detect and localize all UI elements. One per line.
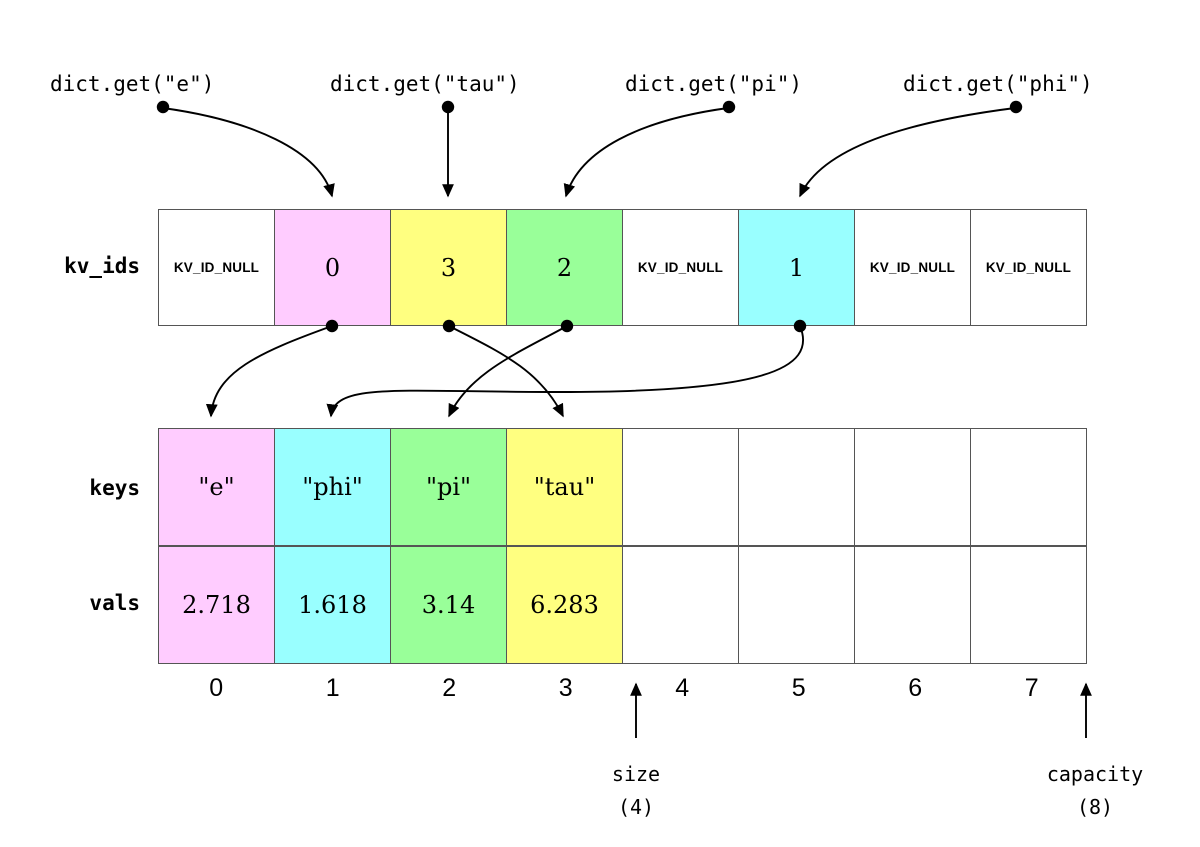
kv-ids-array: KV_ID_NULL 0 3 2 KV_ID_NULL 1 KV_ID_NULL…: [158, 209, 1090, 326]
dot-get-e: [156, 100, 170, 114]
keys-array: "e" "phi" "pi" "tau": [158, 428, 1090, 546]
index-label-4: 4: [675, 674, 690, 702]
keys-cell-0[interactable]: "e": [158, 428, 275, 546]
kv-ids-cell-5[interactable]: 1: [738, 209, 855, 326]
callsite-get-pi: dict.get("pi"): [625, 72, 803, 96]
row-label-kv-ids: kv_ids: [64, 254, 140, 278]
callsite-get-tau: dict.get("tau"): [330, 72, 520, 96]
vals-value-2: 3.14: [421, 591, 476, 619]
arrow-get-pi-to-slot-3: [563, 107, 729, 198]
vals-value-3: 6.283: [530, 591, 599, 619]
vals-cell-4[interactable]: [622, 546, 739, 664]
keys-cell-6[interactable]: [854, 428, 971, 546]
kv-ids-value-1: 0: [324, 253, 341, 282]
capacity-value: (8): [1076, 795, 1114, 819]
size-annotation: size (4): [566, 762, 706, 819]
dot-get-pi: [722, 100, 736, 114]
kv-ids-cell-6[interactable]: KV_ID_NULL: [854, 209, 971, 326]
vals-cell-6[interactable]: [854, 546, 971, 664]
arrow-slot-3-to-entry-2: [448, 325, 568, 418]
kv-ids-value-6: KV_ID_NULL: [869, 260, 956, 275]
vals-array: 2.718 1.618 3.14 6.283: [158, 546, 1090, 664]
keys-cell-1[interactable]: "phi": [274, 428, 391, 546]
kv-ids-value-0: KV_ID_NULL: [173, 260, 260, 275]
kv-ids-cell-7[interactable]: KV_ID_NULL: [970, 209, 1087, 326]
keys-value-2: "pi": [425, 473, 472, 501]
callsite-get-e: dict.get("e"): [50, 72, 215, 96]
row-label-keys: keys: [89, 476, 140, 500]
capacity-annotation: capacity (8): [1015, 762, 1175, 819]
arrow-slot-2-to-entry-3: [448, 325, 564, 418]
vals-cell-2[interactable]: 3.14: [390, 546, 507, 664]
row-label-vals: vals: [89, 591, 140, 615]
kv-ids-cell-0[interactable]: KV_ID_NULL: [158, 209, 275, 326]
kv-ids-value-2: 3: [440, 253, 457, 282]
index-label-7: 7: [1024, 674, 1039, 702]
size-value: (4): [617, 795, 655, 819]
arrow-get-phi-to-slot-5: [799, 107, 1016, 198]
vals-cell-0[interactable]: 2.718: [158, 546, 275, 664]
index-label-2: 2: [442, 674, 457, 702]
keys-value-0: "e": [198, 473, 235, 501]
index-label-5: 5: [791, 674, 806, 702]
keys-value-1: "phi": [302, 473, 363, 501]
arrow-slot-5-to-entry-1: [326, 325, 805, 418]
keys-cell-7[interactable]: [970, 428, 1087, 546]
arrow-slot-1-to-entry-0: [205, 325, 333, 418]
callsite-get-phi: dict.get("phi"): [903, 72, 1093, 96]
keys-cell-5[interactable]: [738, 428, 855, 546]
index-label-3: 3: [558, 674, 573, 702]
arrow-get-e-to-slot-1: [162, 107, 335, 198]
kv-ids-value-3: 2: [556, 253, 573, 282]
keys-cell-2[interactable]: "pi": [390, 428, 507, 546]
vals-value-1: 1.618: [298, 591, 367, 619]
keys-cell-4[interactable]: [622, 428, 739, 546]
kv-ids-cell-2[interactable]: 3: [390, 209, 507, 326]
size-label: size: [611, 762, 661, 786]
index-label-6: 6: [908, 674, 923, 702]
kv-ids-cell-4[interactable]: KV_ID_NULL: [622, 209, 739, 326]
vals-value-0: 2.718: [182, 591, 251, 619]
dot-get-phi: [1009, 100, 1023, 114]
keys-cell-3[interactable]: "tau": [506, 428, 623, 546]
index-label-1: 1: [325, 674, 340, 702]
index-label-0: 0: [209, 674, 224, 702]
keys-value-3: "tau": [533, 473, 596, 501]
vals-cell-3[interactable]: 6.283: [506, 546, 623, 664]
vals-cell-5[interactable]: [738, 546, 855, 664]
kv-ids-value-5: 1: [788, 253, 805, 282]
kv-ids-value-7: KV_ID_NULL: [985, 260, 1072, 275]
vals-cell-7[interactable]: [970, 546, 1087, 664]
index-ruler: 0 1 2 3 4 5 6 7: [158, 674, 1090, 703]
kv-ids-cell-3[interactable]: 2: [506, 209, 623, 326]
kv-ids-cell-1[interactable]: 0: [274, 209, 391, 326]
capacity-label: capacity: [1046, 762, 1144, 786]
kv-ids-value-4: KV_ID_NULL: [637, 260, 724, 275]
vals-cell-1[interactable]: 1.618: [274, 546, 391, 664]
dot-get-tau: [441, 100, 455, 114]
